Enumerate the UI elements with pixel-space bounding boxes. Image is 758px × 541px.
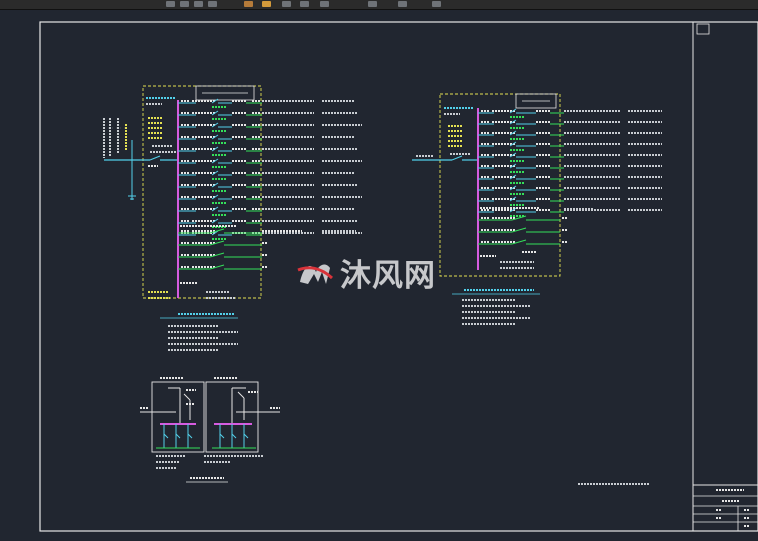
panel-1-breaker-symbol — [211, 206, 219, 212]
undo-icon[interactable] — [194, 1, 203, 7]
panel-2-breaker-symbol — [509, 130, 517, 136]
layer-icon[interactable] — [244, 1, 253, 7]
fa-schematic-contact — [231, 433, 237, 439]
panel-1-breaker-symbol — [209, 252, 225, 258]
linetype-icon[interactable] — [282, 1, 291, 7]
tool-icon[interactable] — [398, 1, 407, 7]
watermark-logo-icon — [297, 264, 334, 284]
fa-schematic-contact — [243, 433, 249, 439]
panel-1-breaker-symbol — [211, 146, 219, 152]
panel-1-breaker-symbol — [211, 98, 219, 104]
panel-2-breaker-symbol — [509, 141, 517, 147]
color-icon[interactable] — [262, 1, 271, 7]
panel-2-breaker-symbol — [509, 196, 517, 202]
watermark-text: 沐风网 — [340, 258, 436, 294]
panel-2-breaker-symbol — [511, 215, 527, 221]
panel-1-nameplate — [195, 85, 255, 101]
panel-1-breaker-symbol — [209, 228, 225, 234]
fa-schematic-contact — [187, 433, 193, 439]
panel-1-breaker-symbol — [211, 158, 219, 164]
redo-icon[interactable] — [208, 1, 217, 7]
panel-2-breaker-symbol — [509, 185, 517, 191]
panel-1-breaker-symbol — [211, 110, 219, 116]
lineweight-icon[interactable] — [300, 1, 309, 7]
panel-2-breaker-symbol — [509, 174, 517, 180]
fa-schematic-left-box — [151, 381, 205, 453]
panel-2-breaker-symbol — [511, 227, 527, 233]
fa-schematic-contact — [183, 393, 191, 401]
panel-2-breaker-symbol — [509, 152, 517, 158]
panel-1-breaker-symbol — [211, 170, 219, 176]
save-icon[interactable] — [180, 1, 189, 7]
fa-schematic-contact — [163, 433, 169, 439]
panel-1-breaker-symbol — [211, 182, 219, 188]
panel-1-main-switch — [149, 155, 161, 161]
panel-2-main-switch — [451, 155, 463, 161]
file-icon[interactable] — [166, 1, 175, 7]
fa-schematic-contact — [175, 433, 181, 439]
panel-1-breaker-symbol — [211, 122, 219, 128]
panel-2-breaker-symbol — [509, 108, 517, 114]
tool-icon[interactable] — [432, 1, 441, 7]
panel-2-breaker-symbol — [511, 239, 527, 245]
panel-1-breaker-symbol — [211, 230, 219, 236]
panel-1-breaker-symbol — [211, 134, 219, 140]
panel-2-nameplate — [515, 93, 557, 109]
panel-1-breaker-symbol — [209, 240, 225, 246]
panel-2-breaker-symbol — [509, 119, 517, 125]
panel-2-breaker-symbol — [509, 163, 517, 169]
panel-1-breaker-symbol — [211, 218, 219, 224]
panel-1-breaker-symbol — [211, 194, 219, 200]
fa-schematic-contact — [237, 391, 245, 399]
panel-1-breaker-symbol — [209, 264, 225, 270]
fa-schematic-right-box — [205, 381, 259, 453]
drawing-frame — [39, 21, 758, 532]
fa-schematic-contact — [219, 433, 225, 439]
tool-icon[interactable] — [368, 1, 377, 7]
print-icon[interactable] — [320, 1, 329, 7]
cad-toolbar — [0, 0, 758, 10]
title-block-logo — [696, 23, 710, 35]
watermark: 沐风网 — [296, 250, 436, 295]
panel-2-enclosure — [439, 93, 561, 277]
